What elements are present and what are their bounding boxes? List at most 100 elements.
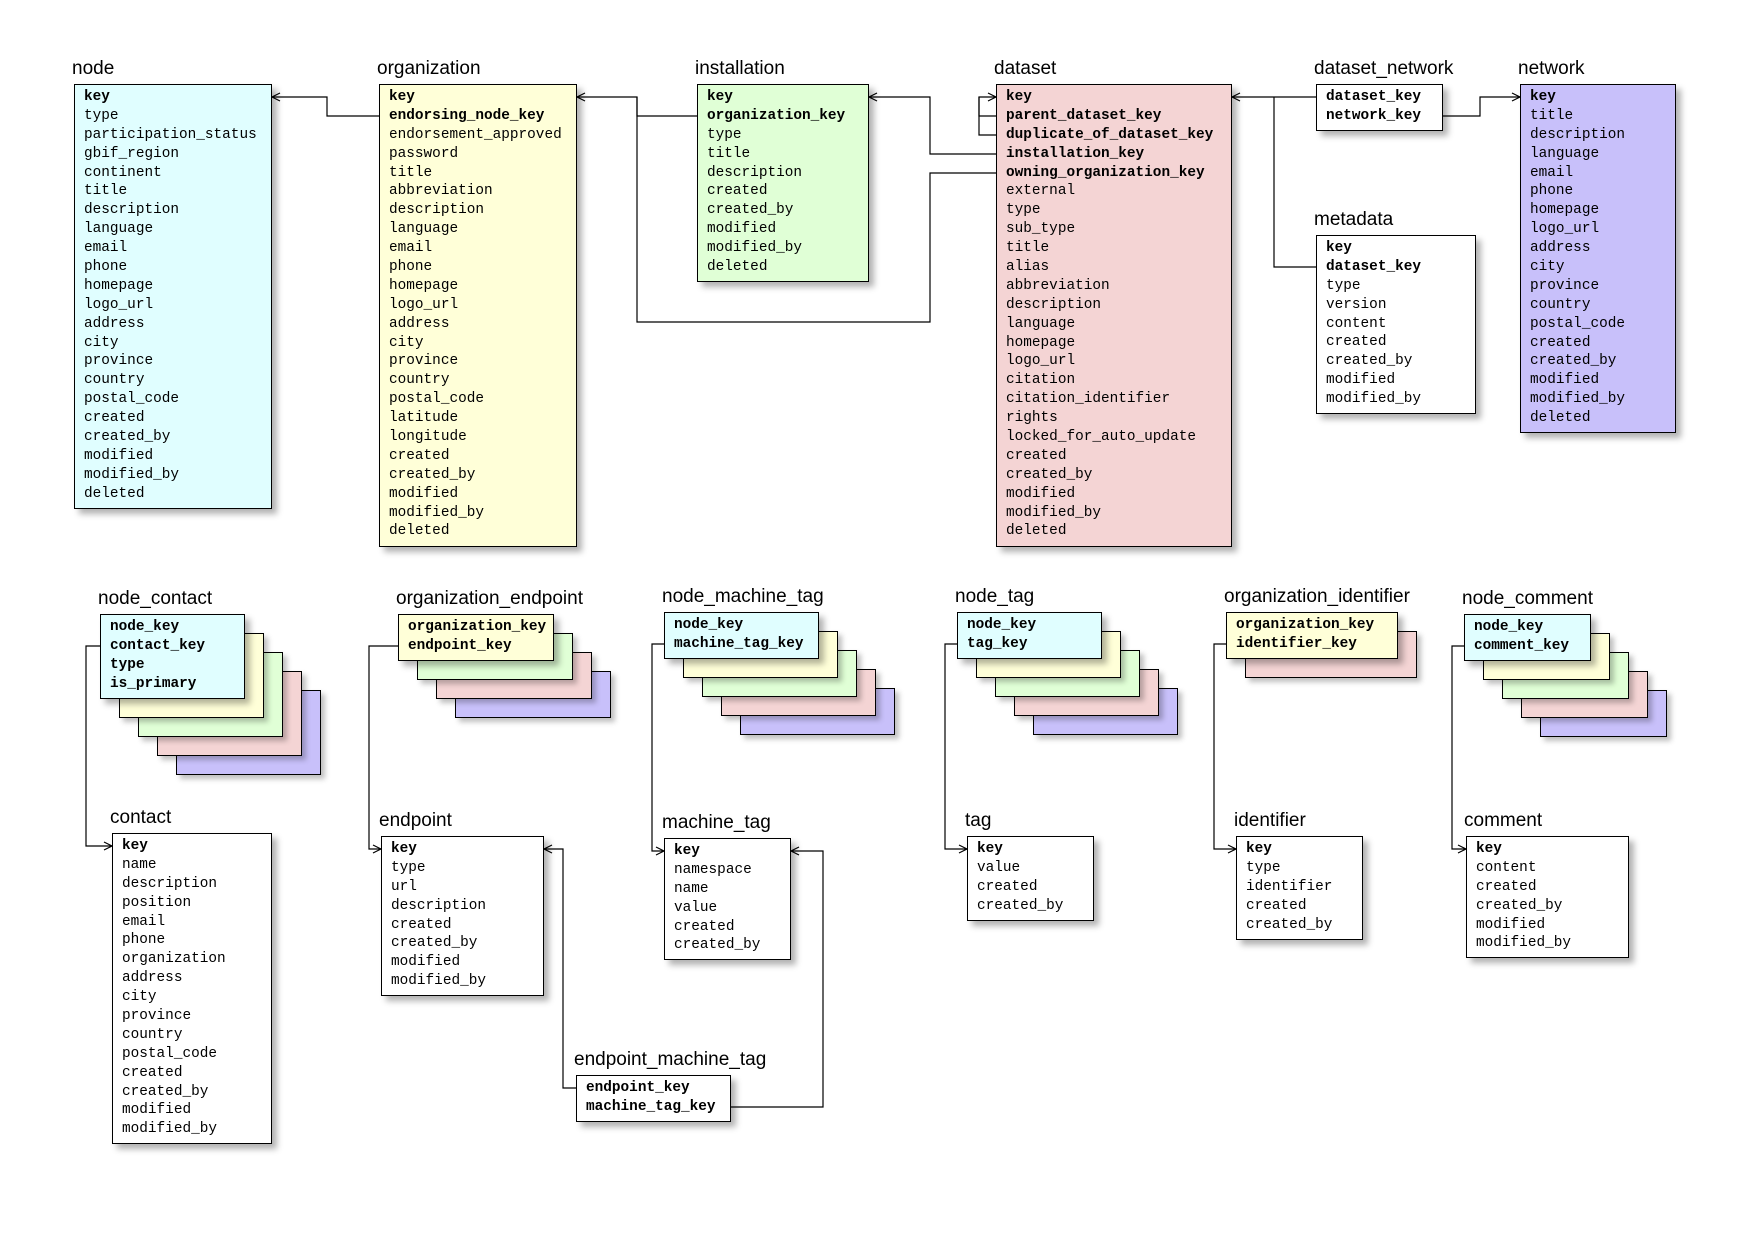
node_contact-field: is_primary bbox=[110, 675, 197, 692]
metadata-field: version bbox=[1326, 296, 1387, 313]
dataset-field: created bbox=[1006, 447, 1067, 464]
table-title-node_contact: node_contact bbox=[98, 588, 213, 609]
table-title-network: network bbox=[1518, 58, 1585, 79]
dataset-field: homepage bbox=[1006, 334, 1076, 351]
organization-field: modified bbox=[389, 485, 459, 502]
network-field: deleted bbox=[1530, 410, 1591, 427]
node-field: continent bbox=[84, 164, 162, 181]
metadata-field: dataset_key bbox=[1326, 258, 1421, 275]
node_contact-field: type bbox=[110, 656, 145, 673]
dataset-field: language bbox=[1006, 315, 1076, 332]
organization-field: created_by bbox=[389, 466, 476, 483]
network-field: country bbox=[1530, 296, 1591, 313]
node-field: type bbox=[84, 107, 119, 124]
node-field: modified bbox=[84, 447, 154, 464]
organization-field: created bbox=[389, 447, 450, 464]
table-title-node: node bbox=[72, 58, 115, 79]
organization-field: address bbox=[389, 315, 450, 332]
network-field: logo_url bbox=[1530, 221, 1600, 238]
organization-field: language bbox=[389, 221, 459, 238]
contact-field: organization bbox=[122, 951, 226, 968]
comment-field: key bbox=[1476, 841, 1502, 857]
network-field: created_by bbox=[1530, 353, 1617, 370]
installation-field: created_by bbox=[707, 202, 794, 219]
table-title-organization_endpoint: organization_endpoint bbox=[396, 588, 583, 609]
fk-dataset-parent bbox=[978, 96, 996, 117]
organization-field: title bbox=[389, 164, 433, 181]
dataset-field: logo_url bbox=[1006, 353, 1076, 370]
fk-node-tag-tag bbox=[944, 643, 967, 850]
organization-field: latitude bbox=[389, 410, 459, 427]
node-field: email bbox=[84, 240, 128, 257]
endpoint-field: modified_by bbox=[391, 973, 486, 990]
dataset-field: locked_for_auto_update bbox=[1006, 429, 1196, 446]
fk-metadata-dataset bbox=[1273, 97, 1316, 268]
fk-endpoint-machine-tag-endpoint bbox=[544, 848, 576, 1089]
organization_identifier-field: identifier_key bbox=[1236, 635, 1357, 652]
endpoint-field: type bbox=[391, 859, 426, 876]
node-field: title bbox=[84, 183, 128, 200]
tag-field: value bbox=[977, 859, 1021, 876]
fk-node-contact-contact bbox=[85, 645, 112, 847]
dataset-field: citation_identifier bbox=[1006, 391, 1171, 408]
dataset-field: owning_organization_key bbox=[1006, 164, 1205, 181]
table-title-identifier: identifier bbox=[1234, 810, 1306, 831]
organization-field: endorsement_approved bbox=[389, 126, 562, 143]
network-field: phone bbox=[1530, 183, 1574, 200]
comment-field: created bbox=[1476, 878, 1537, 895]
dataset-field: duplicate_of_dataset_key bbox=[1006, 126, 1214, 143]
organization-field: password bbox=[389, 145, 459, 162]
dataset-field: alias bbox=[1006, 259, 1050, 276]
organization-field: description bbox=[389, 202, 484, 219]
identifier-field: created_by bbox=[1246, 916, 1333, 933]
fk-dataset-network-network bbox=[1443, 96, 1520, 117]
fk-installation-organization-arrowhead bbox=[575, 92, 586, 102]
endpoint_machine_tag-field: machine_tag_key bbox=[586, 1098, 716, 1115]
contact-field: province bbox=[122, 1008, 192, 1025]
dataset-field: parent_dataset_key bbox=[1006, 107, 1162, 124]
dataset_network-field: dataset_key bbox=[1326, 89, 1421, 105]
organization_identifier-field: organization_key bbox=[1236, 617, 1375, 633]
network-field: modified bbox=[1530, 372, 1600, 389]
contact-field: created_by bbox=[122, 1083, 209, 1100]
node-field: deleted bbox=[84, 485, 145, 502]
organization-field: key bbox=[389, 89, 415, 105]
dataset-field: description bbox=[1006, 296, 1101, 313]
table-title-installation: installation bbox=[695, 58, 785, 79]
tag-field: created bbox=[977, 878, 1038, 895]
dataset-field: installation_key bbox=[1006, 145, 1145, 162]
table-title-node_machine_tag: node_machine_tag bbox=[662, 586, 824, 607]
node_contact-field: node_key bbox=[110, 619, 180, 635]
node_comment-field: comment_key bbox=[1474, 637, 1569, 654]
contact-field: modified bbox=[122, 1102, 192, 1119]
node-field: homepage bbox=[84, 277, 154, 294]
network-field: description bbox=[1530, 126, 1625, 143]
node-field: phone bbox=[84, 259, 128, 276]
table-organization_identifier: organization_key identifier_key bbox=[1226, 612, 1398, 659]
fk-dataset-installation-arrowhead bbox=[867, 92, 878, 102]
contact-field: country bbox=[122, 1026, 183, 1043]
organization-field: country bbox=[389, 372, 450, 389]
organization-field: logo_url bbox=[389, 296, 459, 313]
organization-field: phone bbox=[389, 259, 433, 276]
node-field: modified_by bbox=[84, 466, 179, 483]
fk-endpoint-machine-tag-machine-tag-arrowhead bbox=[789, 846, 800, 856]
comment-field: modified_by bbox=[1476, 935, 1571, 952]
organization-field: deleted bbox=[389, 523, 450, 540]
machine_tag-field: created_by bbox=[674, 937, 761, 954]
node-field: description bbox=[84, 202, 179, 219]
dataset-field: type bbox=[1006, 202, 1041, 219]
table-title-comment: comment bbox=[1464, 810, 1543, 831]
organization-field: email bbox=[389, 240, 433, 257]
fk-organization-endpoint-endpoint bbox=[368, 645, 398, 850]
contact-field: description bbox=[122, 875, 217, 892]
dataset_network-field: network_key bbox=[1326, 107, 1421, 124]
